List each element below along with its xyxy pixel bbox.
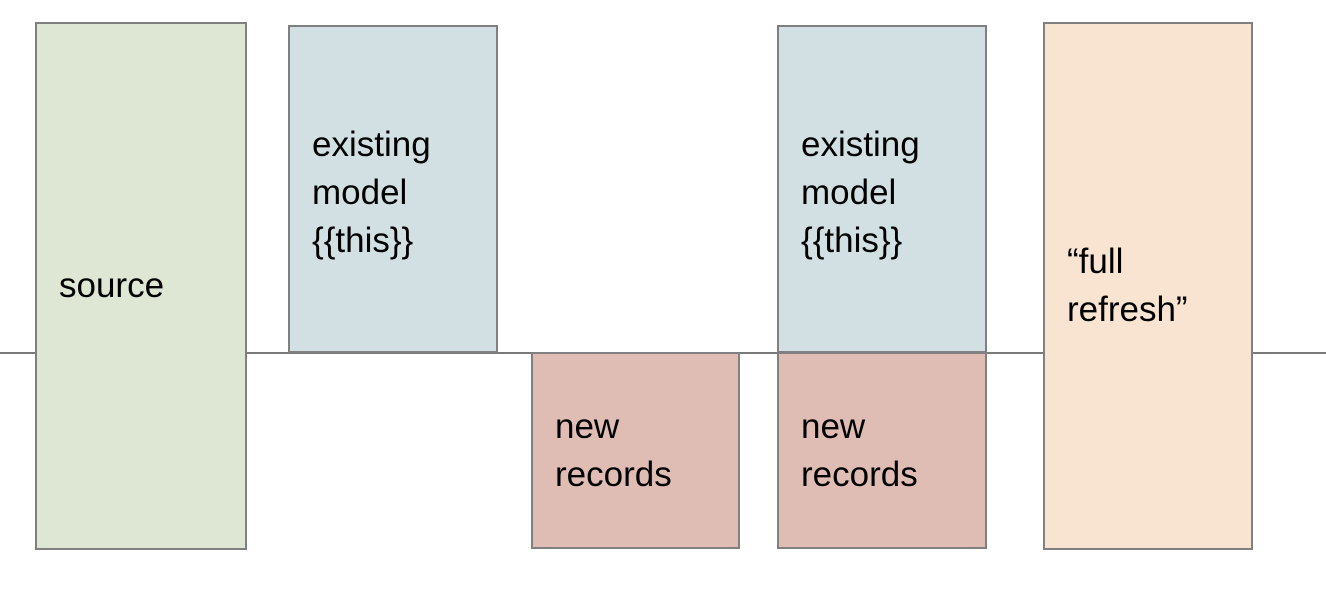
box-source-label: source <box>59 266 165 305</box>
box-new-records-1-label: new records <box>555 406 672 494</box>
box-full-refresh-label: “full refresh” <box>1067 242 1188 329</box>
box-new-records-2-label: new records <box>801 406 918 494</box>
box-existing-model-2-label: existing model {{this}} <box>801 125 920 260</box>
box-source[interactable]: source <box>35 22 247 550</box>
box-new-records-1[interactable]: new records <box>531 352 740 549</box>
box-full-refresh[interactable]: “full refresh” <box>1043 22 1253 550</box>
box-new-records-2[interactable]: new records <box>777 352 987 549</box>
box-existing-model-2[interactable]: existing model {{this}} <box>777 25 987 353</box>
box-existing-model-1[interactable]: existing model {{this}} <box>288 25 498 353</box>
box-existing-model-1-label: existing model {{this}} <box>312 125 431 260</box>
